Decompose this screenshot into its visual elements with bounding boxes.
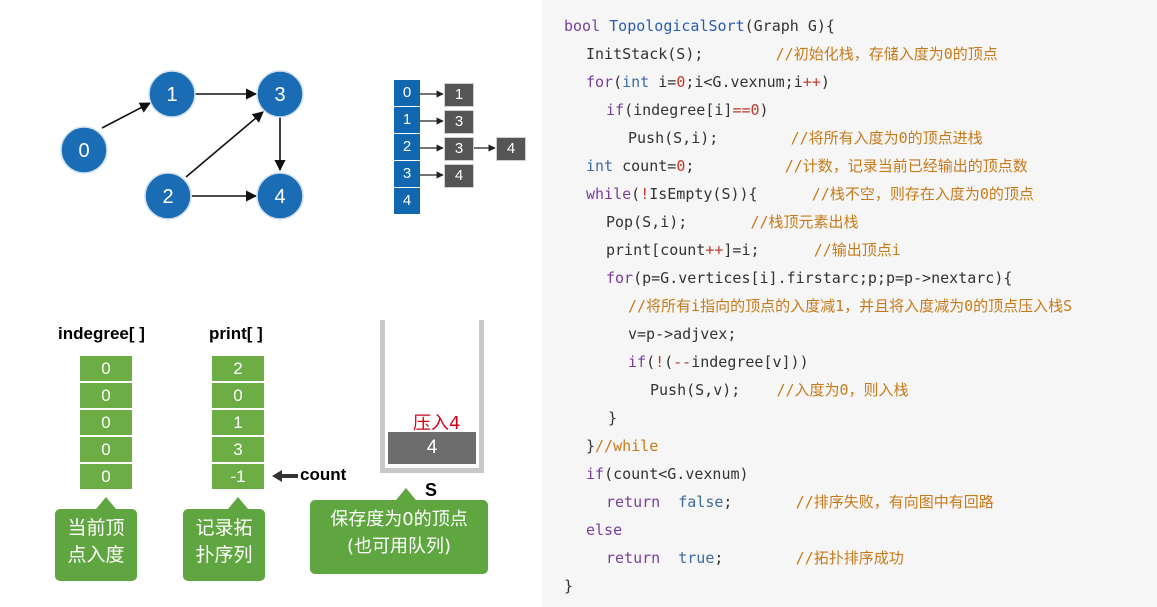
directed-graph: 0 1 2 3 4 [60, 70, 304, 220]
code-line: return false; //排序失败，有向图中有回路 [606, 493, 994, 511]
code-line: for(p=G.vertices[i].firstarc;p;p=p->next… [606, 269, 1013, 287]
node-label: 0 [78, 140, 89, 162]
code-line: } [564, 577, 574, 595]
print-caption: 记录拓 扑序列 [183, 509, 265, 581]
indegree-cell: 0 [80, 437, 132, 464]
code-line: }//while [586, 437, 659, 455]
arc-node: 3 [444, 110, 474, 134]
code-line: //将所有i指向的顶点的入度减1，并且将入度减为0的顶点压入栈S [628, 297, 1073, 315]
adjacency-arrows [416, 90, 496, 179]
vertex-head-1: 1 [394, 107, 420, 134]
indegree-cell: 0 [80, 383, 132, 410]
caption-line: 扑序列 [195, 544, 253, 566]
graph-node-3: 3 [256, 70, 304, 118]
stack-push-label: 压入4 [413, 413, 461, 434]
vertex-head-0: 0 [394, 80, 420, 107]
code-line: if(indegree[i]==0) [606, 101, 769, 119]
vertex-head-2: 2 [394, 134, 420, 161]
edge-0-1 [101, 102, 151, 129]
code-line: for(int i=0;i<G.vexnum;i++) [586, 73, 830, 91]
arc-node: 4 [444, 164, 474, 188]
illustration-panel: 0 1 2 3 4 [0, 0, 540, 607]
adjacency-list: 0 1 2 3 4 1 3 3 4 4 [394, 80, 534, 220]
code-line: while(!IsEmpty(S)){ //栈不空，则存在入度为0的顶点 [586, 185, 1034, 203]
arc-node: 4 [496, 137, 526, 161]
edge-2-3 [185, 111, 264, 178]
graph-node-4: 4 [256, 172, 304, 220]
indegree-cell: 0 [80, 410, 132, 437]
print-cell: 3 [212, 437, 264, 464]
indegree-cell: 0 [80, 464, 132, 491]
code-line: bool TopologicalSort(Graph G){ [564, 17, 835, 35]
bubble-pointer [228, 497, 248, 509]
code-line: Pop(S,i); //栈顶元素出栈 [606, 213, 859, 231]
stack-caption: 保存度为0的顶点 (也可用队列) [310, 500, 488, 574]
caption-line: (也可用队列) [346, 536, 452, 557]
code-line: v=p->adjvex; [628, 325, 737, 343]
code-line: if(!(--indegree[v])) [628, 353, 809, 371]
node-label: 3 [274, 84, 285, 106]
graph-node-2: 2 [144, 172, 192, 220]
code-line: Push(S,v); //入度为0，则入栈 [650, 381, 909, 399]
stack-container: 压入4 4 [380, 320, 484, 473]
count-arrow-icon [272, 470, 298, 482]
bubble-pointer [96, 497, 116, 509]
caption-line: 记录拓 [195, 517, 253, 539]
node-label: 1 [166, 84, 177, 106]
indegree-cell: 0 [80, 356, 132, 383]
code-line: int count=0; //计数，记录当前已经输出的顶点数 [586, 157, 1028, 175]
caption-line: 点入度 [67, 544, 125, 566]
graph-node-1: 1 [148, 70, 196, 118]
print-cell: 0 [212, 383, 264, 410]
code-line: print[count++]=i; //输出顶点i [606, 241, 901, 259]
caption-line: 当前顶 [67, 517, 125, 539]
print-cell: 1 [212, 410, 264, 437]
code-line: InitStack(S); //初始化栈，存储入度为0的顶点 [586, 45, 998, 63]
count-pointer-label: count [300, 465, 347, 484]
code-line: if(count<G.vexnum) [586, 465, 749, 483]
vertex-head-3: 3 [394, 161, 420, 188]
node-label: 2 [162, 186, 173, 208]
code-panel: bool TopologicalSort(Graph G){ InitStack… [542, 0, 1157, 607]
code-line: } [608, 409, 618, 427]
arc-node: 3 [444, 137, 474, 161]
stack-top-element: 4 [388, 432, 476, 464]
code-line: else [586, 521, 623, 539]
code-line: return true; //拓扑排序成功 [606, 549, 904, 567]
vertex-head-4: 4 [394, 188, 420, 215]
print-label: print[ ] [209, 324, 263, 343]
arc-node: 1 [444, 83, 474, 107]
indegree-label: indegree[ ] [58, 324, 145, 343]
code-line: Push(S,i); //将所有入度为0的顶点进栈 [628, 129, 983, 147]
print-cell: 2 [212, 356, 264, 383]
caption-line: 保存度为0的顶点 [330, 509, 468, 530]
node-label: 4 [274, 186, 285, 208]
print-cell: -1 [212, 464, 264, 491]
stack-name: S [425, 480, 438, 500]
graph-node-0: 0 [60, 126, 108, 174]
bubble-pointer [396, 488, 416, 500]
indegree-caption: 当前顶 点入度 [55, 509, 137, 581]
